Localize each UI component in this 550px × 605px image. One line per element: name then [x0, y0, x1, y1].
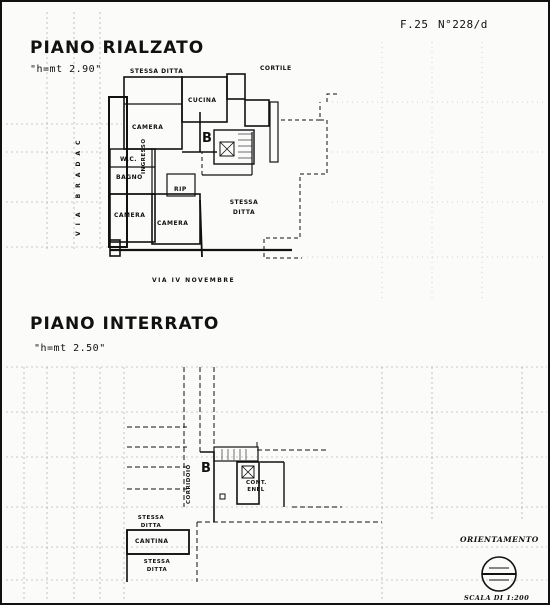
stair-mark-ground: B: [202, 131, 213, 146]
basement-height: "h=mt 2.50": [34, 343, 106, 354]
room-stessa-ditta-right: STESSA DITTA: [229, 199, 259, 216]
room-stessa-ditta-b: STESSA DITTA: [143, 559, 171, 573]
room-stessa-ditta-a: STESSA DITTA: [137, 515, 165, 529]
ground-floor-height: "h=mt 2.90": [30, 64, 102, 75]
room-bedroom-2: CAMERA: [114, 212, 146, 219]
ground-floor-walls: [108, 73, 292, 258]
street-via-iv-novembre: VIA IV NOVEMBRE: [152, 277, 236, 284]
basement-walls: [126, 446, 285, 582]
street-via-bradac: VIA BRADAC: [75, 134, 82, 236]
basement-title: PIANO INTERRATO: [30, 314, 220, 334]
room-entrance: INGRESSO: [141, 138, 147, 174]
room-storage: RIP: [174, 186, 187, 193]
basement-dashed: [127, 367, 382, 582]
courtyard-label: CORTILE: [260, 65, 292, 72]
stair-mark-basement: B: [201, 461, 212, 476]
ground-floor-title: PIANO RIALZATO: [30, 38, 205, 58]
sheet-reference: F.25: [400, 18, 429, 31]
cadastral-grid: [6, 12, 547, 602]
ground-dashed-outline: [201, 93, 338, 259]
document-number: N°228/d: [438, 18, 488, 31]
room-corridor: CORRIDOIO: [186, 464, 192, 504]
scale-label: SCALA DI 1:200: [464, 594, 530, 602]
room-bedroom-3: CAMERA: [157, 220, 189, 227]
room-cellar: CANTINA: [135, 538, 169, 545]
room-bathroom: BAGNO: [116, 174, 143, 181]
room-enel-meter: CONT. ENEL: [246, 480, 267, 493]
ground-stair: [213, 129, 255, 165]
compass-icon: [481, 556, 517, 592]
room-wc: W.C.: [120, 156, 138, 163]
room-bedroom-1: CAMERA: [132, 124, 164, 131]
room-kitchen: CUCINA: [188, 97, 217, 104]
room-stessa-ditta-top: STESSA DITTA: [130, 68, 184, 75]
orientation-label: ORIENTAMENTO: [460, 535, 539, 544]
